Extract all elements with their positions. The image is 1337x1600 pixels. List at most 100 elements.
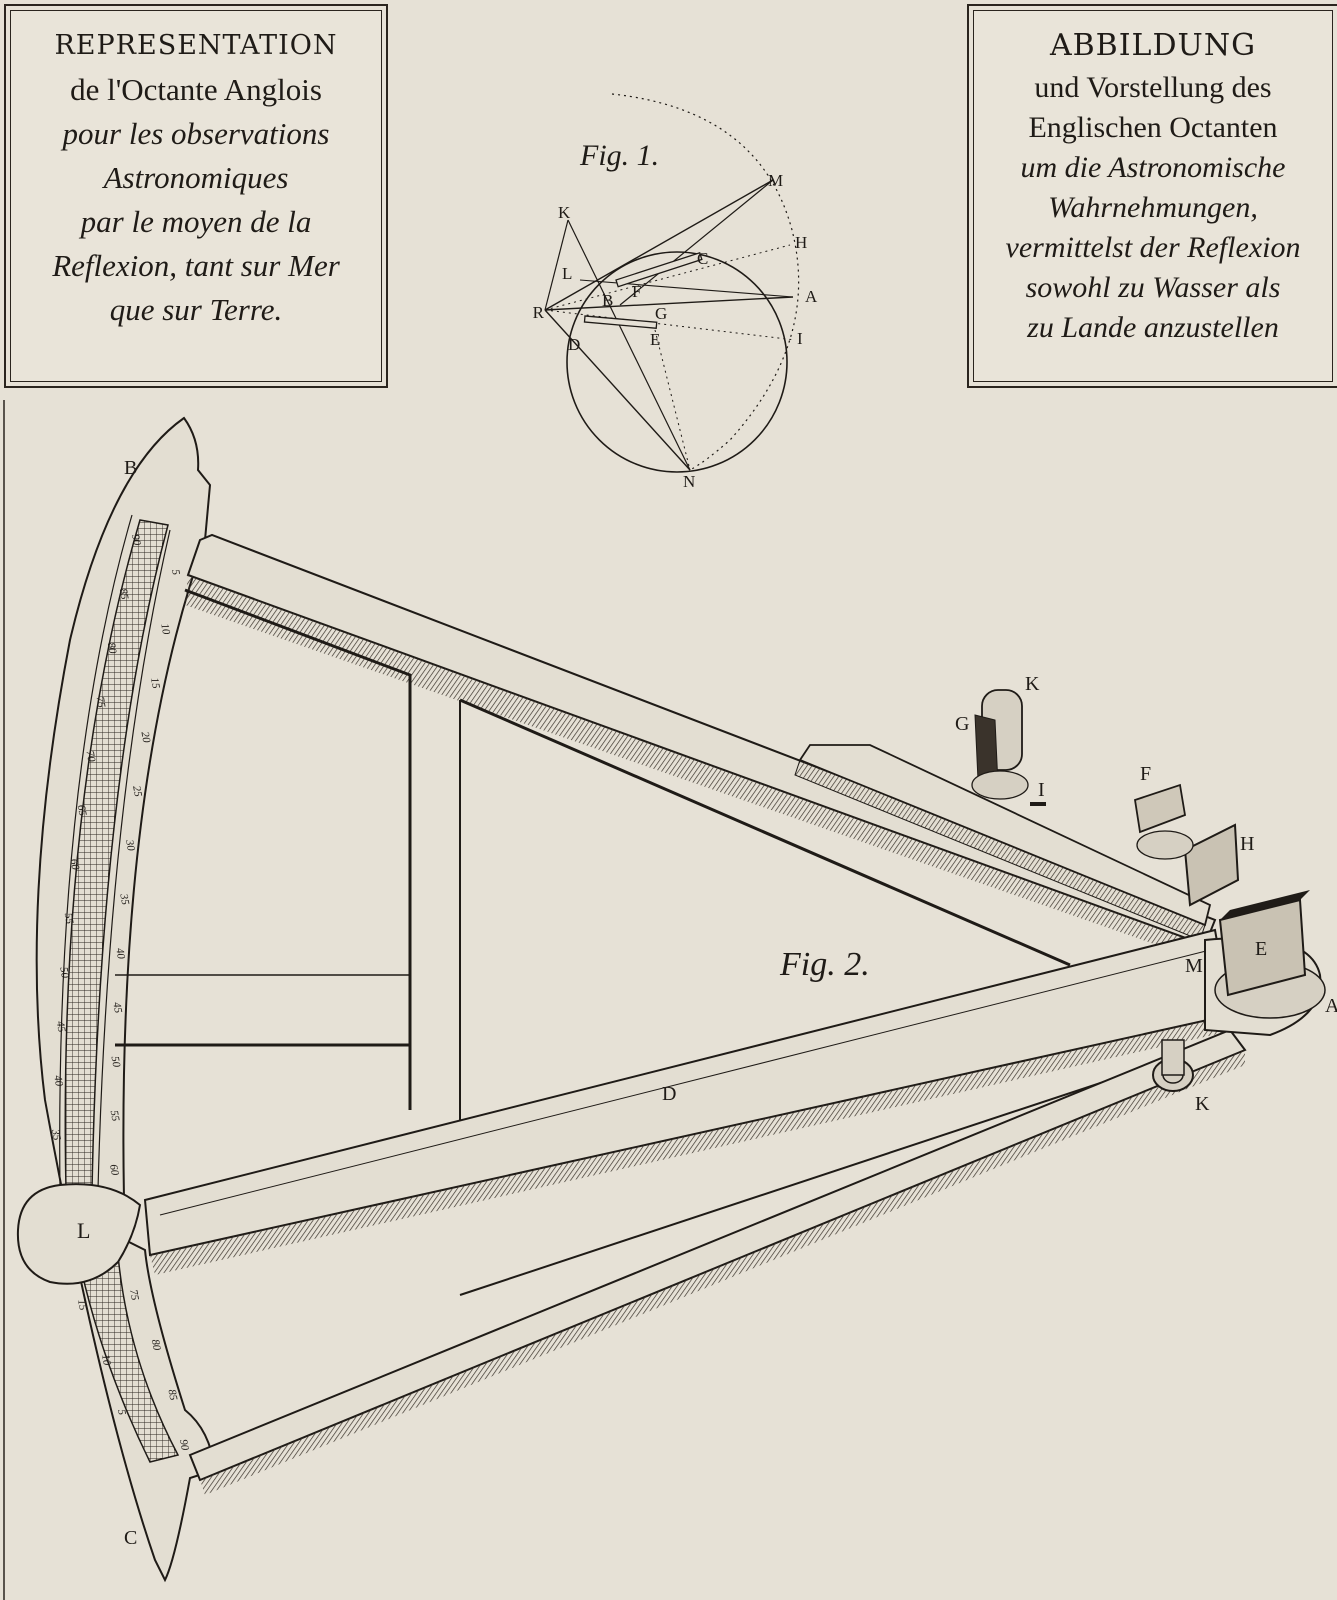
fig-2-label-M: M: [1185, 955, 1203, 977]
fig-1-label-G: G: [655, 304, 667, 323]
right-title-line-1: ABBILDUNG: [1049, 28, 1257, 63]
limb-scale-lower-75: 75: [127, 1288, 141, 1301]
limb-scale-lower-inner-10: 10: [99, 1353, 113, 1366]
limb-scale-upper-85: 85: [117, 588, 131, 601]
limb-scale-upper-40: 40: [51, 1074, 65, 1087]
octant-pivot-L: [16, 1183, 142, 1285]
left-title-line-3: pour les observations: [62, 116, 330, 151]
fig-1-label-E: E: [650, 330, 660, 349]
limb-scale-upper-60: 60: [68, 858, 82, 871]
fig-1-label-L: L: [562, 264, 572, 283]
fig-1-label-A: A: [805, 287, 818, 306]
octant-mirror-E: [1218, 898, 1307, 997]
fig-1-line-LA: [579, 279, 794, 298]
fig-2-label-E: E: [1255, 938, 1267, 960]
fig-2-label-F: F: [1140, 763, 1151, 785]
limb-scale-upper-55: 55: [62, 912, 76, 925]
octant-inner-frame-lower: [459, 1049, 1201, 1296]
limb-scale-upper-45: 45: [54, 1020, 68, 1033]
octant-glass-F: [1133, 783, 1187, 834]
limb-scale-lower-85: 85: [166, 1388, 180, 1401]
octant-inner-frame-mid: [459, 700, 480, 1181]
fig-2-label-K-top: K: [1025, 673, 1040, 695]
left-title-line-4: Astronomiques: [103, 160, 289, 195]
fig-1-line-dot-I: [544, 309, 796, 341]
octant-inner-frame-upper: [184, 588, 412, 1110]
fig-1-label-H: H: [795, 233, 807, 252]
fig-1-mirror-E: [583, 315, 658, 329]
fig-2-octant: Fig. 2. B C L D M A K K G I F H E 908580…: [16, 416, 1337, 1583]
fig-2-label-G: G: [955, 713, 969, 735]
limb-scale-inner-15: 15: [148, 677, 162, 690]
octant-limb-inner-line: [97, 529, 171, 1191]
fig-1-line-dot-H: [544, 244, 791, 311]
limb-scale-lower-80: 80: [149, 1338, 163, 1351]
fig-1-circle: [566, 251, 788, 473]
right-title-line-2: und Vorstellung des: [1034, 71, 1272, 104]
right-title-line-5: Wahrnehmungen,: [1048, 191, 1258, 224]
octant-index-arm-groove: [159, 949, 1211, 1216]
limb-scale-inner-20: 20: [139, 731, 153, 744]
octant-limb: [35, 416, 217, 1583]
limb-scale-upper-70: 70: [84, 750, 98, 763]
limb-scale-inner-5: 5: [169, 568, 182, 576]
fig-1-line-RN: [544, 309, 691, 471]
fig-2-label-I: I: [1038, 779, 1045, 801]
left-title-line-6: Reflexion, tant sur Mer: [52, 248, 340, 283]
left-title-line-5: par le moyen de la: [80, 204, 312, 239]
limb-scale-upper-50: 50: [57, 966, 71, 979]
limb-scale-inner-25: 25: [130, 785, 144, 798]
limb-scale-upper-35: 35: [49, 1127, 63, 1141]
octant-upper-arm-shadow: [185, 575, 1205, 960]
left-title-line-1: REPRESENTATION: [54, 30, 338, 61]
octant-glass-F-base: [1136, 830, 1194, 860]
octant-mirror-E-edge: [1220, 890, 1310, 920]
fig-1-line-KN: [567, 219, 691, 471]
right-title-line-4: um die Astronomische: [1020, 151, 1286, 184]
limb-scale-upper-80: 80: [105, 642, 119, 655]
right-title-line-3: Englischen Octanten: [1028, 111, 1278, 144]
octant-index-arm-shadow: [150, 1015, 1235, 1275]
limb-scale-inner-10: 10: [158, 623, 172, 636]
left-title-cartouche: REPRESENTATION de l'Octante Anglois pour…: [4, 4, 388, 388]
limb-scale-inner-50: 50: [109, 1055, 123, 1068]
fig-1-line-RA: [544, 296, 794, 311]
fig-1-line-dot-N: [654, 329, 691, 471]
octant-lower-arm-shadow: [200, 1050, 1245, 1495]
fig-2-label-B: B: [124, 457, 137, 479]
octant-mirror-H: [1183, 823, 1240, 907]
limb-scale-inner-45: 45: [110, 1001, 124, 1014]
right-title-line-8: zu Lande anzustellen: [1027, 311, 1279, 344]
right-title-line-6: vermittelst der Reflexion: [1005, 231, 1301, 264]
fig-1-diagram: Fig. 1. M K H C L F A R B G D E I N: [533, 93, 818, 491]
fig-1-line-RM: [544, 179, 774, 311]
fig-2-label-K-bottom: K: [1195, 1093, 1210, 1115]
octant-mirror-board: [798, 744, 1212, 927]
limb-scale-inner-40: 40: [113, 947, 127, 960]
right-title-line-7: sowohl zu Wasser als: [1025, 271, 1281, 304]
fig-2-label-L: L: [77, 1218, 90, 1243]
fig-1-label-I: I: [797, 329, 803, 348]
limb-scale-inner-60: 60: [107, 1163, 121, 1176]
fig-1-label-N: N: [683, 472, 695, 491]
limb-scale-inner-30: 30: [123, 838, 137, 852]
limb-scale-lower-inner-15: 15: [75, 1298, 89, 1311]
right-title-cartouche: ABBILDUNG und Vorstellung des Englischen…: [967, 4, 1337, 388]
octant-index-arm: [143, 928, 1232, 1257]
fig-1-label-D: D: [568, 335, 580, 354]
fig-1-label-K: K: [558, 203, 571, 222]
fig-1-mirror-C: [615, 251, 703, 288]
fig-1-line-RM2: [619, 179, 774, 306]
fig-2-label-H: H: [1240, 833, 1254, 855]
fig-1-label-M: M: [768, 171, 783, 190]
fig-2-label-A: A: [1325, 995, 1337, 1017]
fig-2-title: Fig. 2.: [779, 946, 870, 983]
fig-1-line-KR: [544, 219, 569, 311]
fig-1-title: Fig. 1.: [579, 139, 659, 172]
fig-1-dotted-arc: [611, 93, 800, 471]
